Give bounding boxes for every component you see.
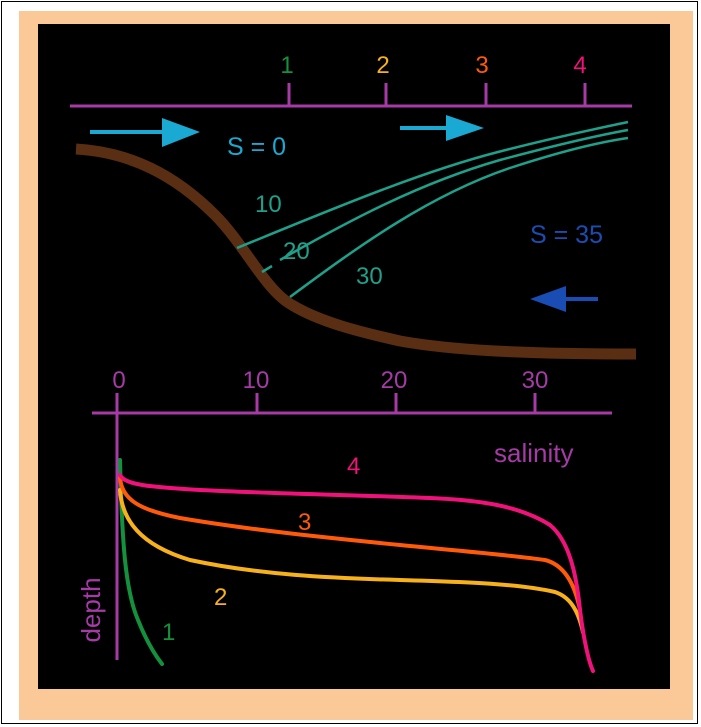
salinity-axis-label: salinity xyxy=(494,438,573,468)
salinity-profile-2 xyxy=(118,488,585,634)
isohaline-label-10: 10 xyxy=(255,191,282,218)
river-flow-arrow-icon xyxy=(400,115,484,141)
salinity-tick-label-30: 30 xyxy=(522,367,549,394)
isohaline-label-30: 30 xyxy=(356,263,383,290)
isohaline-label-20: 20 xyxy=(283,238,310,265)
salinity-profile-1 xyxy=(118,458,164,666)
seawater-inflow-arrow-icon xyxy=(530,286,598,312)
salinity-tick-label-0: 0 xyxy=(112,367,125,394)
salinity-profile-4 xyxy=(118,473,595,673)
profile-label-2: 2 xyxy=(214,584,227,611)
station-label-1: 1 xyxy=(280,52,293,79)
salinity-tick-label-20: 20 xyxy=(381,367,408,394)
station-label-4: 4 xyxy=(573,52,586,79)
fresh-water-salinity-label: S = 0 xyxy=(227,133,286,161)
bottom-panel: 0 10 20 30 salinity depth 1 2 3 4 xyxy=(76,367,612,673)
profile-label-4: 4 xyxy=(347,453,360,480)
river-flow-arrow-icon xyxy=(90,118,200,147)
sea-water-salinity-label: S = 35 xyxy=(530,221,603,249)
salinity-tick-label-10: 10 xyxy=(243,367,270,394)
isohaline-20 xyxy=(261,128,629,274)
profile-label-3: 3 xyxy=(298,509,311,536)
salinity-profile-3 xyxy=(118,476,582,612)
isohaline-10 xyxy=(236,120,629,250)
profile-label-1: 1 xyxy=(162,619,175,646)
seabed-profile xyxy=(75,143,637,360)
station-label-2: 2 xyxy=(376,52,389,79)
station-label-3: 3 xyxy=(475,52,488,79)
isohaline-30 xyxy=(289,136,629,299)
depth-axis-label: depth xyxy=(76,577,106,642)
top-panel: 1 2 3 4 S = 0 10 20 30 S = 35 xyxy=(70,52,637,360)
